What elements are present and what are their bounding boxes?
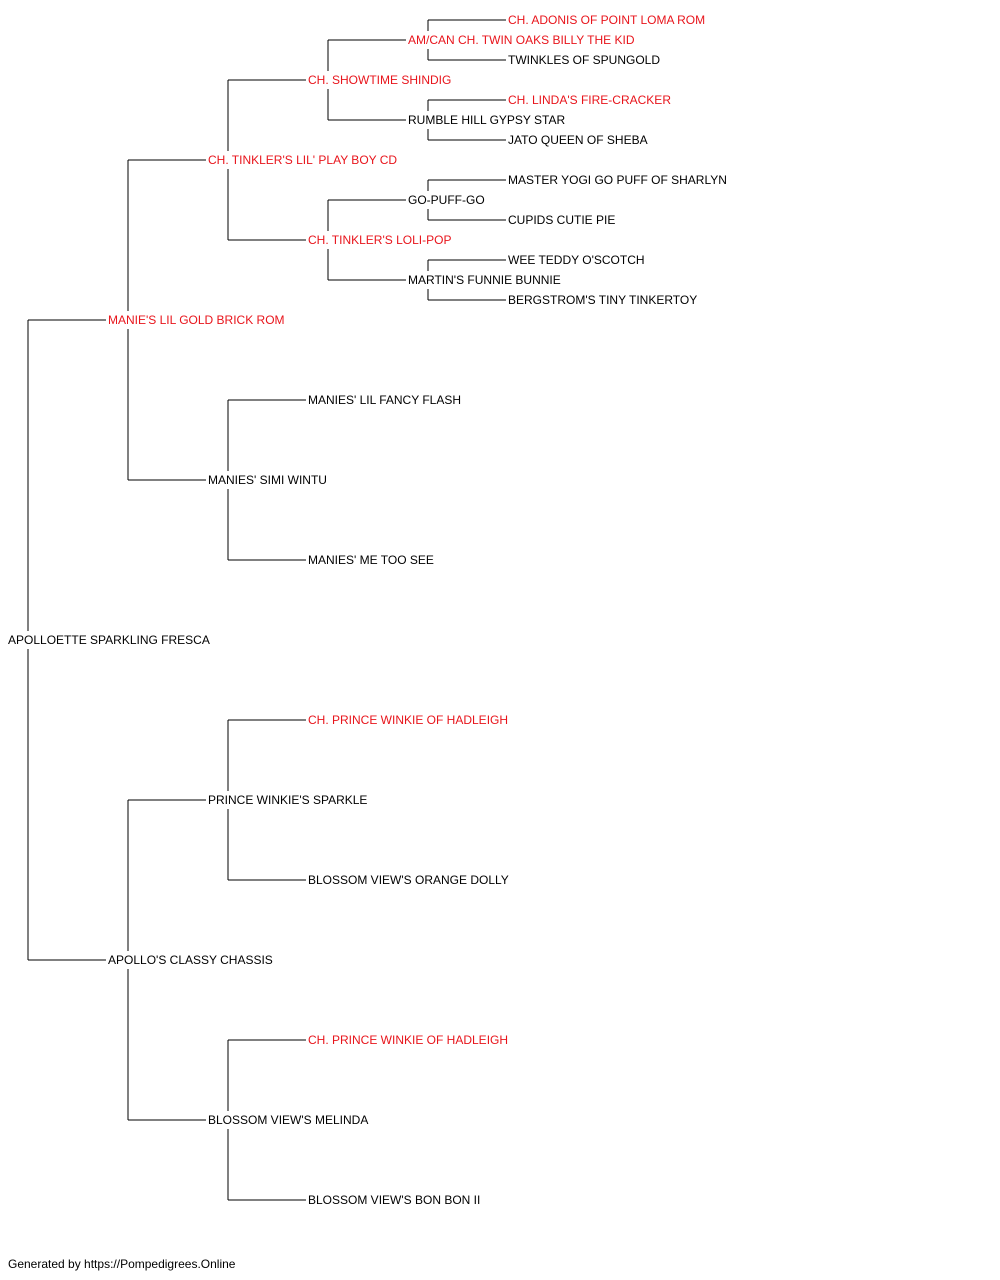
pedigree-name-subject-dam: APOLLO'S CLASSY CHASSIS <box>108 953 273 967</box>
pedigree-name-subject-sire-dam: MANIES' SIMI WINTU <box>208 473 327 487</box>
pedigree-name-subject-sire-sire-dam-dam: MARTIN'S FUNNIE BUNNIE <box>408 273 561 287</box>
pedigree-name-subject-sire-sire-dam-dam-sire: WEE TEDDY O'SCOTCH <box>508 253 645 267</box>
pedigree-name-labels: APOLLOETTE SPARKLING FRESCA MANIE'S LIL G… <box>8 13 727 1207</box>
pedigree-name-subject-dam-sire-sire: CH. PRINCE WINKIE OF HADLEIGH <box>308 713 508 727</box>
pedigree-name-subject-sire-sire-dam: CH. TINKLER'S LOLI-POP <box>308 233 451 247</box>
pedigree-name-subject-sire-sire-sire-dam-sire: CH. LINDA'S FIRE-CRACKER <box>508 93 671 107</box>
pedigree-name-subject-sire-sire-dam-sire-sire: MASTER YOGI GO PUFF OF SHARLYN <box>508 173 727 187</box>
pedigree-name-subject-sire-sire-sire-sire-dam: TWINKLES OF SPUNGOLD <box>508 53 660 67</box>
pedigree-name-subject-sire-sire-sire: CH. SHOWTIME SHINDIG <box>308 73 451 87</box>
pedigree-name-subject-sire-dam-sire: MANIES' LIL FANCY FLASH <box>308 393 461 407</box>
pedigree-name-subject-sire-dam-dam: MANIES' ME TOO SEE <box>308 553 434 567</box>
generated-by-footer: Generated by https://Pompedigrees.Online <box>8 1257 236 1271</box>
pedigree-name-subject-dam-sire-dam: BLOSSOM VIEW'S ORANGE DOLLY <box>308 873 509 887</box>
pedigree-name-subject-dam-dam-sire: CH. PRINCE WINKIE OF HADLEIGH <box>308 1033 508 1047</box>
pedigree-name-subject: APOLLOETTE SPARKLING FRESCA <box>8 633 210 647</box>
pedigree-name-subject-sire-sire-dam-sire: GO-PUFF-GO <box>408 193 485 207</box>
pedigree-name-subject-dam-dam: BLOSSOM VIEW'S MELINDA <box>208 1113 368 1127</box>
pedigree-name-subject-sire-sire-dam-dam-dam: BERGSTROM'S TINY TINKERTOY <box>508 293 697 307</box>
pedigree-name-subject-sire-sire-dam-sire-dam: CUPIDS CUTIE PIE <box>508 213 615 227</box>
pedigree-name-subject-sire-sire-sire-sire: AM/CAN CH. TWIN OAKS BILLY THE KID <box>408 33 635 47</box>
pedigree-name-subject-dam-sire: PRINCE WINKIE'S SPARKLE <box>208 793 367 807</box>
pedigree-name-subject-sire-sire-sire-dam: RUMBLE HILL GYPSY STAR <box>408 113 565 127</box>
pedigree-name-subject-sire-sire-sire-sire-sire: CH. ADONIS OF POINT LOMA ROM <box>508 13 705 27</box>
pedigree-name-subject-sire: MANIE'S LIL GOLD BRICK ROM <box>108 313 285 327</box>
pedigree-name-subject-sire-sire-sire-dam-dam: JATO QUEEN OF SHEBA <box>508 133 648 147</box>
pedigree-name-subject-sire-sire: CH. TINKLER'S LIL' PLAY BOY CD <box>208 153 397 167</box>
pedigree-name-subject-dam-dam-dam: BLOSSOM VIEW'S BON BON II <box>308 1193 480 1207</box>
pedigree-connector-lines <box>27 19 506 1201</box>
